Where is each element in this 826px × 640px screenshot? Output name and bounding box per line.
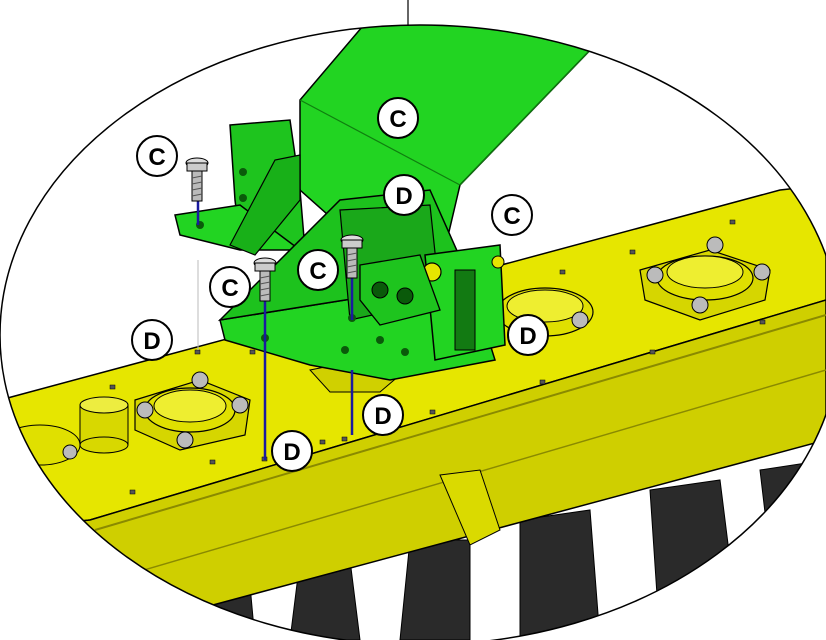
callout-c5: C — [209, 266, 251, 308]
callout-d2: D — [131, 319, 173, 361]
svg-text:D: D — [519, 323, 536, 350]
svg-text:D: D — [374, 403, 391, 430]
callout-d3: D — [507, 314, 549, 356]
svg-text:C: C — [389, 106, 406, 133]
svg-text:D: D — [143, 328, 160, 355]
frame-holes — [109, 219, 766, 495]
callout-c2: C — [136, 135, 178, 177]
cylinder-boss — [79, 396, 129, 454]
svg-text:D: D — [283, 439, 300, 466]
bolt-middle — [253, 257, 277, 302]
callout-d1: D — [383, 174, 425, 216]
callout-c4: C — [297, 249, 339, 291]
svg-text:D: D — [395, 183, 412, 210]
bracket-box — [217, 189, 506, 381]
bolt-left — [185, 157, 209, 202]
callout-d5: D — [271, 430, 313, 472]
bolt-alignment-lines — [196, 200, 354, 460]
svg-text:C: C — [221, 275, 238, 302]
callout-c1: C — [377, 97, 419, 139]
bearing-hub-right — [639, 236, 771, 321]
svg-text:C: C — [309, 258, 326, 285]
bolt-right — [340, 234, 364, 279]
callout-c3: C — [491, 194, 533, 236]
svg-text:C: C — [148, 144, 165, 171]
callout-d4: D — [362, 394, 404, 436]
bearing-hub-far-left — [0, 424, 81, 466]
bearing-hub-left — [134, 371, 251, 451]
detail-view-border — [0, 24, 826, 640]
svg-text:C: C — [503, 203, 520, 230]
